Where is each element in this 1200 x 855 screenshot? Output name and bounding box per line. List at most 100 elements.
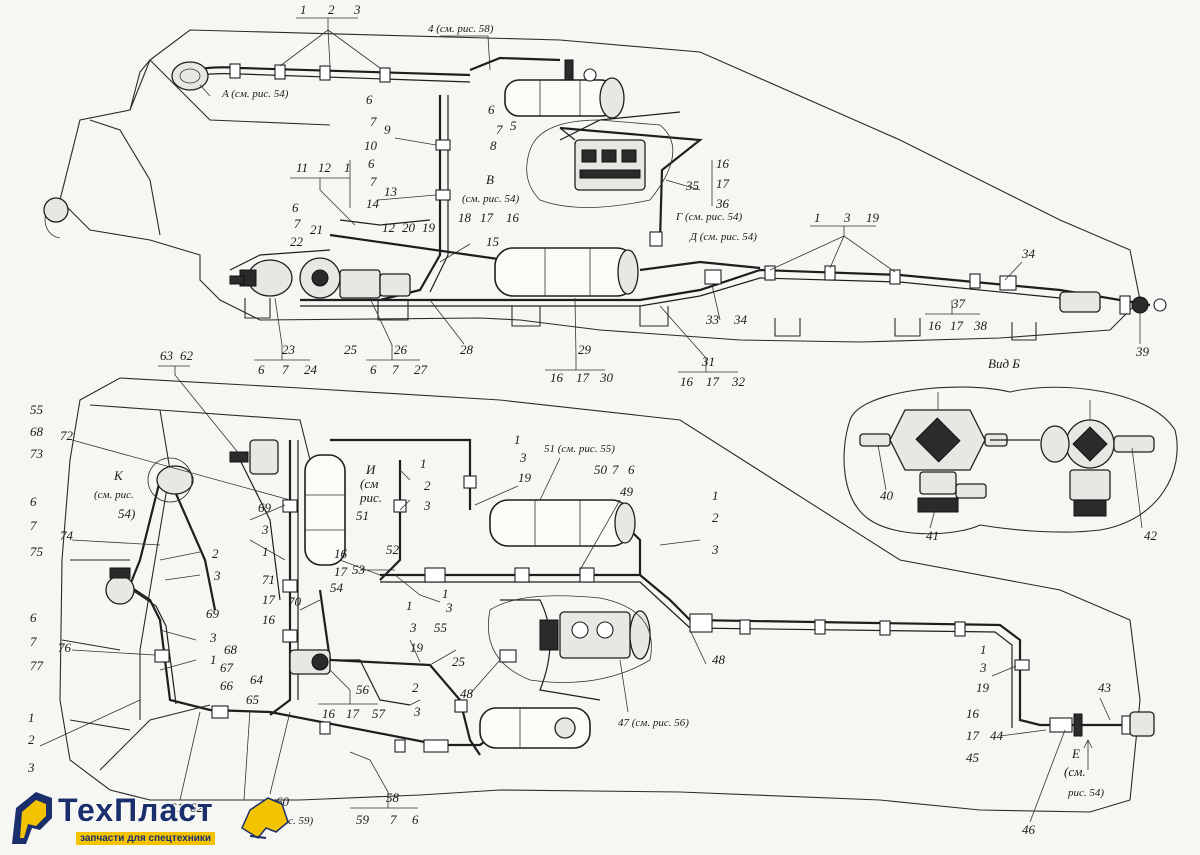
part-label: 6 [628,462,635,477]
part-label: 71 [262,572,275,587]
part-label: 45 [966,750,980,765]
part-label: 6 [412,812,419,827]
part-label: 53 [352,562,366,577]
part-label: 1 [300,2,307,17]
valve-42 [990,419,1155,517]
part-label: 3 [979,660,987,675]
part-label: 2 [212,546,219,561]
part-label: 30 [599,370,614,385]
part-label: 4 (см. рис. 58) [428,23,494,35]
part-label: 6 [370,362,377,377]
part-label: 17 [576,370,590,385]
part-label: 32 [731,374,746,389]
part-label: 6 [368,156,375,171]
part-label: 12 [382,220,396,235]
part-label: 36 [715,196,730,211]
part-label: 17 [950,318,964,333]
cab-unit-a [43,61,209,223]
part-label: 13 [384,184,398,199]
air-receiver-51-main [489,499,636,547]
air-receiver-lower [479,707,591,749]
part-label: 7 [390,812,397,827]
part-label: 59 [356,812,370,827]
part-label: 40 [880,488,894,503]
leader-lines-top [199,17,1141,373]
part-label: 23 [282,342,296,357]
part-label: 6 [292,200,299,215]
part-label: 3 [843,210,851,225]
part-label: 19 [422,220,436,235]
part-label: 3 [423,498,431,513]
air-receiver-51-vertical [304,454,346,566]
part-label: 24 [304,362,318,377]
part-label: 7 [370,114,377,129]
part-label: 22 [290,234,304,249]
part-label: 25 [344,342,358,357]
part-label: 31 [701,354,715,369]
part-label: 54) [118,506,135,521]
part-label: 51 [356,508,369,523]
part-label: 2 [328,2,335,17]
part-label: 19 [866,210,880,225]
leader-lines-bottom [39,365,1111,823]
part-label: 63 [160,348,174,363]
part-label: 76 [58,640,72,655]
part-label: 1 [210,652,217,667]
part-label: 15 [486,234,500,249]
top-assembly [43,29,1167,343]
part-label: 17 [346,706,360,721]
part-label: 1 [344,160,351,175]
part-label: 1 [712,488,719,503]
part-label: 69 [206,606,220,621]
part-label: 56 [356,682,370,697]
air-receiver-29 [494,247,639,297]
part-label: 16 [262,612,276,627]
part-label: (см. рис. 54) [462,193,519,205]
part-label: 68 [224,642,238,657]
part-label: 3 [409,620,417,635]
part-label: 16 [334,546,348,561]
part-label: 66 [220,678,234,693]
part-label: И [365,462,376,477]
part-label: 26 [394,342,408,357]
part-label: 17 [716,176,730,191]
part-label: 69 [258,500,272,515]
part-label: 52 [386,542,400,557]
part-label: 17 [334,564,348,579]
part-label: 25 [452,654,466,669]
rear-coupling-e [1073,711,1155,737]
part-label: 77 [30,658,44,673]
part-label: 38 [973,318,988,333]
part-label: 65 [246,692,260,707]
part-label: 14 [366,196,380,211]
part-label: 42 [1144,528,1158,543]
part-label: 3 [519,450,527,465]
part-label: 62 [190,800,204,815]
part-label: 3 [261,522,269,537]
part-label: 62 [180,348,194,363]
part-label: 72 [60,428,74,443]
part-label: 17 [706,374,720,389]
part-label: 1 [980,642,987,657]
part-label: (см. [1064,764,1086,779]
part-label: 43 [1098,680,1112,695]
pipe-fittings-bottom [154,475,1135,753]
part-label: 7 [294,216,301,231]
part-label: 19 [976,680,990,695]
part-label: 34 [733,312,748,327]
part-label: 2 [712,510,719,525]
part-label: 67 [220,660,234,675]
part-label: 74 [60,528,74,543]
part-label: 49 [620,484,634,499]
part-label: 68 [30,424,44,439]
part-label: 8 [490,138,497,153]
part-label: 1 [420,456,427,471]
part-label: 2 [28,732,35,747]
part-label: 1 [262,544,269,559]
part-label: 9 [384,122,391,137]
pipe-fittings-top [229,63,1017,291]
part-label: 3 [711,542,719,557]
part-label: 64 [250,672,264,687]
part-label: 3 [445,600,453,615]
